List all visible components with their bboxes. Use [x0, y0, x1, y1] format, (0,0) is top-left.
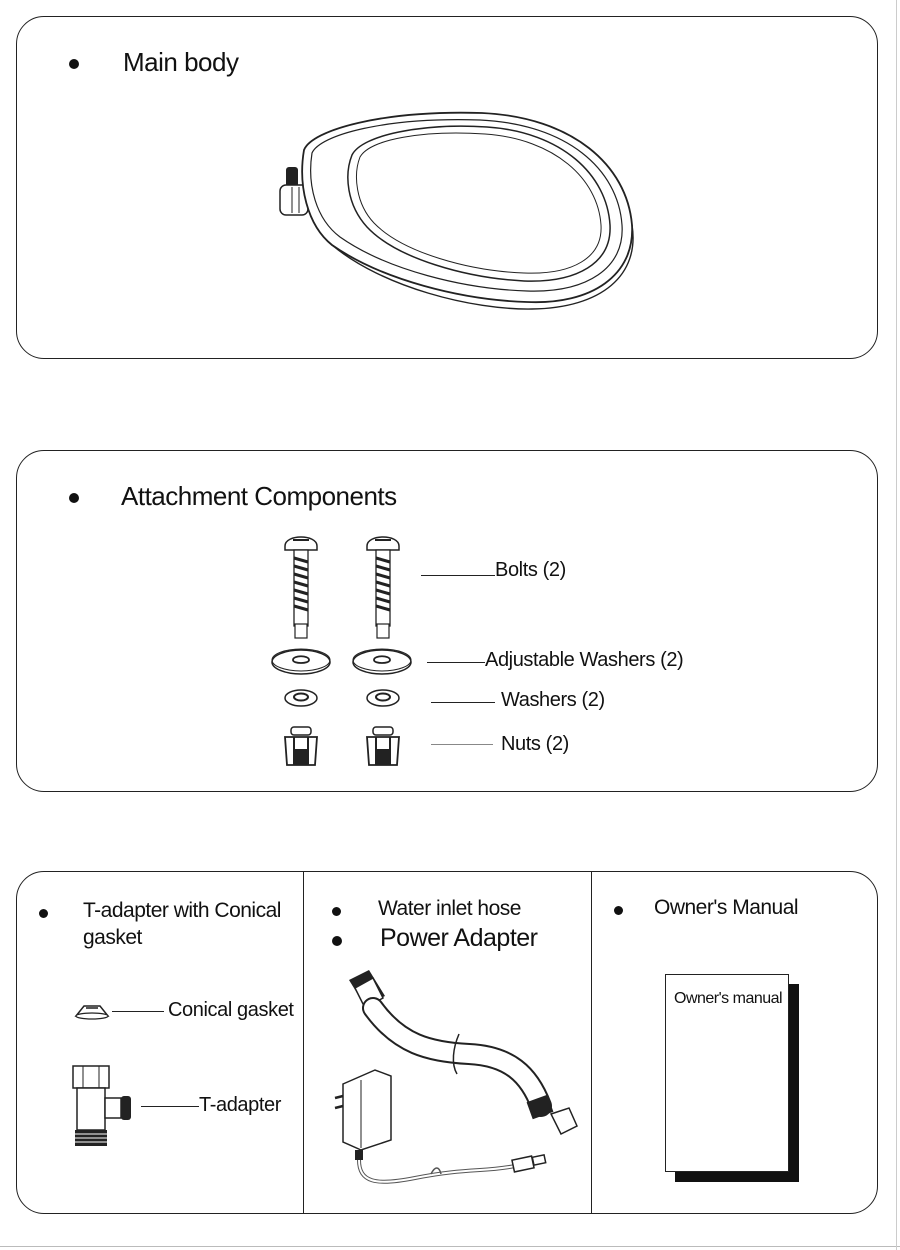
adjustable-washer-icon: [352, 648, 412, 675]
column-divider: [303, 872, 304, 1213]
column-divider: [591, 872, 592, 1213]
leader-line: [421, 575, 495, 576]
conical-gasket-icon: [74, 1005, 110, 1020]
bolts-label: Bolts (2): [495, 559, 566, 581]
page-bottom-rule: [0, 1246, 900, 1247]
power-adapter-icon: [334, 1069, 547, 1184]
main-body-panel: Main body: [16, 16, 878, 359]
water-hose-icon: [349, 970, 578, 1136]
leader-line: [431, 702, 495, 703]
adjustable-washers-label: Adjustable Washers (2): [485, 649, 684, 671]
manual-cover-text: Owner's manual: [674, 990, 783, 1007]
bullet-icon: [332, 907, 341, 916]
accessories-panel: T-adapter with Conical gasket Conical ga…: [16, 871, 878, 1214]
t-adapter-icon: [72, 1065, 131, 1146]
nut-icon: [366, 726, 400, 766]
washers-label: Washers (2): [501, 689, 605, 711]
bullet-icon: [39, 909, 48, 918]
owners-manual-book: Owner's manual: [665, 974, 799, 1182]
water-inlet-hose-title: Water inlet hose: [378, 897, 521, 920]
bullet-icon: [69, 59, 79, 69]
bullet-icon: [69, 493, 79, 503]
t-adapter-label: T-adapter: [199, 1094, 282, 1116]
nuts-label: Nuts (2): [501, 733, 569, 755]
owners-manual-title: Owner's Manual: [654, 896, 799, 919]
bullet-icon: [332, 936, 342, 946]
leader-line: [431, 744, 493, 745]
leader-line: [112, 1011, 164, 1012]
toilet-seat-icon: [279, 111, 634, 310]
bolt-icon: [366, 536, 400, 639]
attachment-components-panel: Attachment Components Bolts (2): [16, 450, 878, 792]
main-body-title: Main body: [123, 47, 239, 77]
leader-line: [141, 1106, 199, 1107]
bullet-icon: [614, 906, 623, 915]
bolt-icon: [284, 536, 318, 639]
adjustable-washer-icon: [271, 648, 331, 675]
page-right-rule: [896, 0, 897, 1250]
power-adapter-title: Power Adapter: [380, 924, 538, 952]
washer-icon: [284, 689, 318, 707]
attachment-components-title: Attachment Components: [121, 481, 397, 511]
t-adapter-title-line1: T-adapter with Conical: [83, 899, 281, 922]
conical-gasket-label: Conical gasket: [168, 999, 294, 1021]
t-adapter-title-line2: gasket: [83, 926, 142, 949]
washer-icon: [366, 689, 400, 707]
leader-line: [427, 662, 485, 663]
nut-icon: [284, 726, 318, 766]
